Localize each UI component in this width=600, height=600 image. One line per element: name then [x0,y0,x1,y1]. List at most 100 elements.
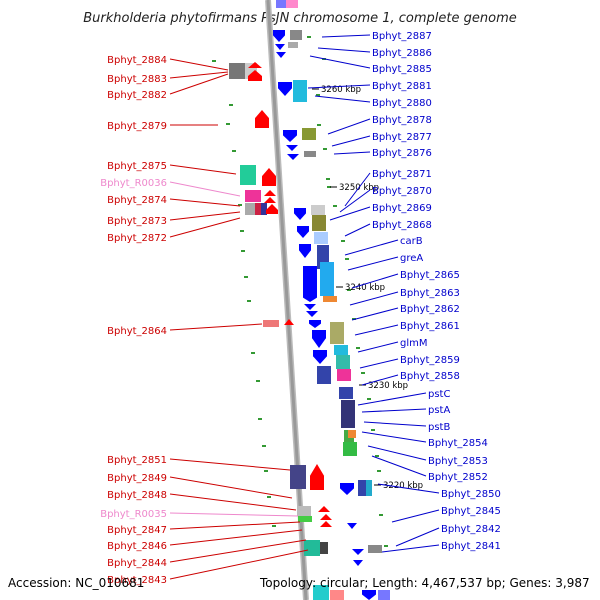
gene-block [313,585,329,600]
left-gene-label: Bphyt_2874 [107,195,167,206]
gene-block [261,203,267,215]
left-leader-line [169,323,263,331]
gene-block [317,366,331,384]
gene-block [298,516,312,522]
gene-block [266,210,278,214]
right-gene-label: Bphyt_2876 [372,148,432,159]
gene-block [297,506,311,516]
right-gene-label: Bphyt_2878 [372,115,432,126]
forward-gene-chevron [276,52,286,58]
left-leader-line [169,476,293,499]
forward-gene-arrow [312,330,326,348]
gene-block [348,430,356,438]
left-gene-label: Bphyt_R0036 [100,178,167,189]
tick-dot [345,258,349,260]
right-leader-line [357,341,399,353]
right-gene-label: Bphyt_2863 [400,288,460,299]
gene-block [336,355,350,369]
left-gene-label: Bphyt_2843 [107,575,167,586]
tick-dot [258,418,262,420]
right-leader-line [377,483,440,494]
tick-dot [326,178,330,180]
forward-gene-arrow [313,350,327,364]
right-leader-line [354,324,399,336]
tick-dot [241,250,245,252]
right-leader-line [309,55,371,69]
left-gene-label: Bphyt_2864 [107,326,167,337]
forward-gene-arrow [278,82,292,96]
tick-dot [379,514,383,516]
right-gene-label: Bphyt_2869 [372,203,432,214]
right-gene-label: Bphyt_2845 [441,506,501,517]
gene-block [311,205,325,215]
kbp-label: 3240 kbp [345,283,385,293]
forward-gene-chevron [352,549,364,555]
left-leader-line [169,217,241,238]
forward-gene-arrow [297,226,309,238]
right-leader-line [333,151,371,155]
forward-gene-chevron [286,145,298,151]
left-gene-label: Bphyt_2849 [107,473,167,484]
right-leader-line [327,118,371,135]
forward-gene-chevron [304,304,316,310]
tick-dot [384,545,388,547]
right-leader-line [361,431,427,443]
gene-block [293,80,307,102]
forward-gene-arrow [340,483,354,495]
gene-block [245,203,255,215]
right-gene-label: carB [400,236,423,247]
right-gene-label: Bphyt_2858 [400,371,460,382]
tick-dot [264,470,268,472]
right-gene-label: Bphyt_2885 [372,64,432,75]
kbp-label: 3220 kbp [383,481,423,491]
gene-block [343,442,357,456]
forward-gene-arrow [294,208,306,220]
left-gene-label: Bphyt_2848 [107,490,167,501]
gene-block [290,465,306,489]
gene-block [330,590,344,600]
right-gene-label: pstB [428,422,450,433]
right-gene-label: Bphyt_2854 [428,438,488,449]
right-gene-label: Bphyt_2862 [400,304,460,315]
tick-dot [262,445,266,447]
left-gene-label: Bphyt_2879 [107,121,167,132]
right-gene-label: Bphyt_2861 [400,321,460,332]
tick-dot [377,470,381,472]
tick-dot [256,380,260,382]
left-gene-label: Bphyt_2847 [107,525,167,536]
left-leader-line [169,198,241,207]
forward-gene-arrow [309,320,321,328]
left-leader-line [169,512,299,517]
left-leader-line [169,211,241,221]
tick-dot [226,123,230,125]
gene-block [263,320,279,327]
tick-dot [375,455,379,457]
gene-block [255,203,261,215]
tick-dot [229,104,233,106]
right-gene-label: Bphyt_2887 [372,31,432,42]
gene-block [276,0,286,8]
forward-gene-arrow [283,130,297,142]
right-leader-line [351,273,399,289]
topology-text: Topology: circular; Length: 4,467,537 bp… [259,576,590,590]
right-gene-label: greA [400,253,423,264]
gene-block [368,545,382,553]
right-leader-line [395,527,440,547]
right-leader-line [359,358,399,369]
left-gene-label: Bphyt_2875 [107,161,167,172]
reverse-gene-arrow [310,464,324,490]
forward-gene-chevron [275,44,285,50]
right-leader-line [381,544,440,553]
left-gene-labels: Bphyt_2884Bphyt_2883Bphyt_2882Bphyt_2879… [100,55,309,586]
right-gene-label: Bphyt_2842 [441,524,501,535]
left-leader-line [169,529,303,546]
gene-block [320,542,328,554]
tick-dot [367,398,371,400]
tick-dot [244,276,248,278]
right-gene-label: Bphyt_2877 [372,132,432,143]
right-gene-label: pstC [428,389,450,400]
forward-gene-chevron [347,523,357,529]
gene-block [323,296,337,302]
tick-dot [307,36,311,38]
left-gene-label: Bphyt_2884 [107,55,167,66]
